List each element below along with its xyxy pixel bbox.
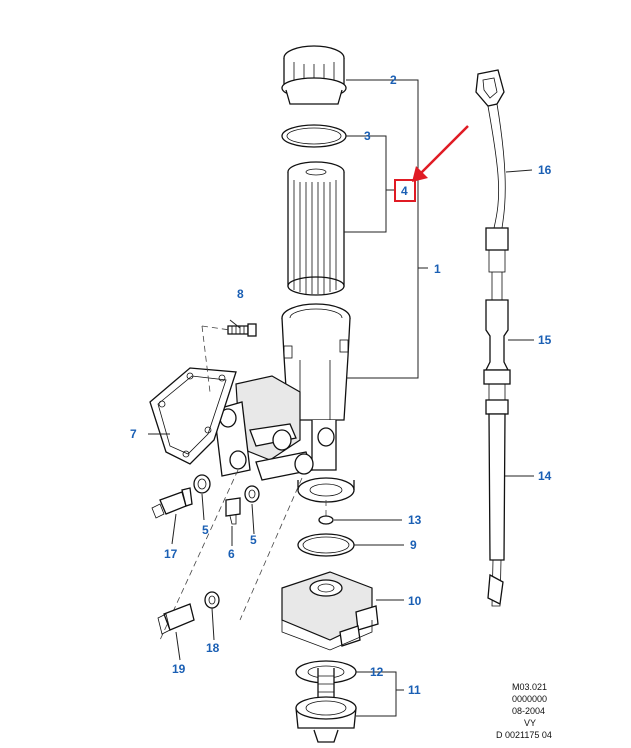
seal-rings <box>297 515 355 557</box>
reference-line-1: M03.021 <box>512 682 547 692</box>
red-arrow <box>417 125 469 177</box>
callout-14[interactable]: 14 <box>538 469 552 483</box>
callout-11[interactable]: 11 <box>408 683 421 697</box>
callout-8[interactable]: 8 <box>237 287 244 301</box>
callout-7[interactable]: 7 <box>130 427 137 441</box>
bolt-part <box>227 323 257 337</box>
callout-2[interactable]: 2 <box>390 73 397 87</box>
callout-17[interactable]: 17 <box>164 547 178 561</box>
gasket-part <box>149 367 237 465</box>
filter-element-part <box>287 161 345 296</box>
reference-line-3: 08-2004 <box>512 706 545 716</box>
dipstick-assembly <box>475 69 511 607</box>
drawing-reference: M03.021 0000000 08-2004 VY D 0021175 04 <box>496 682 552 740</box>
oil-cooler-part <box>281 571 379 651</box>
callout-4[interactable]: 4 <box>401 184 408 198</box>
callout-1[interactable]: 1 <box>434 262 441 276</box>
callout-5-right[interactable]: 5 <box>250 533 257 547</box>
red-arrowhead <box>412 166 428 182</box>
callout-5-left[interactable]: 5 <box>202 523 209 537</box>
callout-19[interactable]: 19 <box>172 662 186 676</box>
leader-lines <box>148 79 534 717</box>
highlight-box <box>394 179 416 202</box>
filter-cap-part <box>281 45 347 105</box>
reference-line-4: VY <box>524 718 536 728</box>
callout-16[interactable]: 16 <box>538 163 552 177</box>
callout-3[interactable]: 3 <box>364 129 371 143</box>
lower-housing-part <box>295 660 357 743</box>
reference-line-2: 0000000 <box>512 694 547 704</box>
filter-adapter-part <box>213 375 335 481</box>
callout-15[interactable]: 15 <box>538 333 552 347</box>
callout-9[interactable]: 9 <box>410 538 417 552</box>
reference-line-5: D 0021175 04 <box>496 730 552 740</box>
callout-10[interactable]: 10 <box>408 594 422 608</box>
callout-12[interactable]: 12 <box>370 665 384 679</box>
callout-6[interactable]: 6 <box>228 547 235 561</box>
callout-13[interactable]: 13 <box>408 513 422 527</box>
small-fittings <box>151 474 260 525</box>
o-ring-part <box>281 124 347 148</box>
callout-labels: 2 3 4 1 8 7 5 6 5 17 13 9 10 12 11 18 19… <box>130 73 552 697</box>
fittings-lower <box>157 591 220 635</box>
callout-18[interactable]: 18 <box>206 641 220 655</box>
highlighted-callout <box>394 125 469 202</box>
